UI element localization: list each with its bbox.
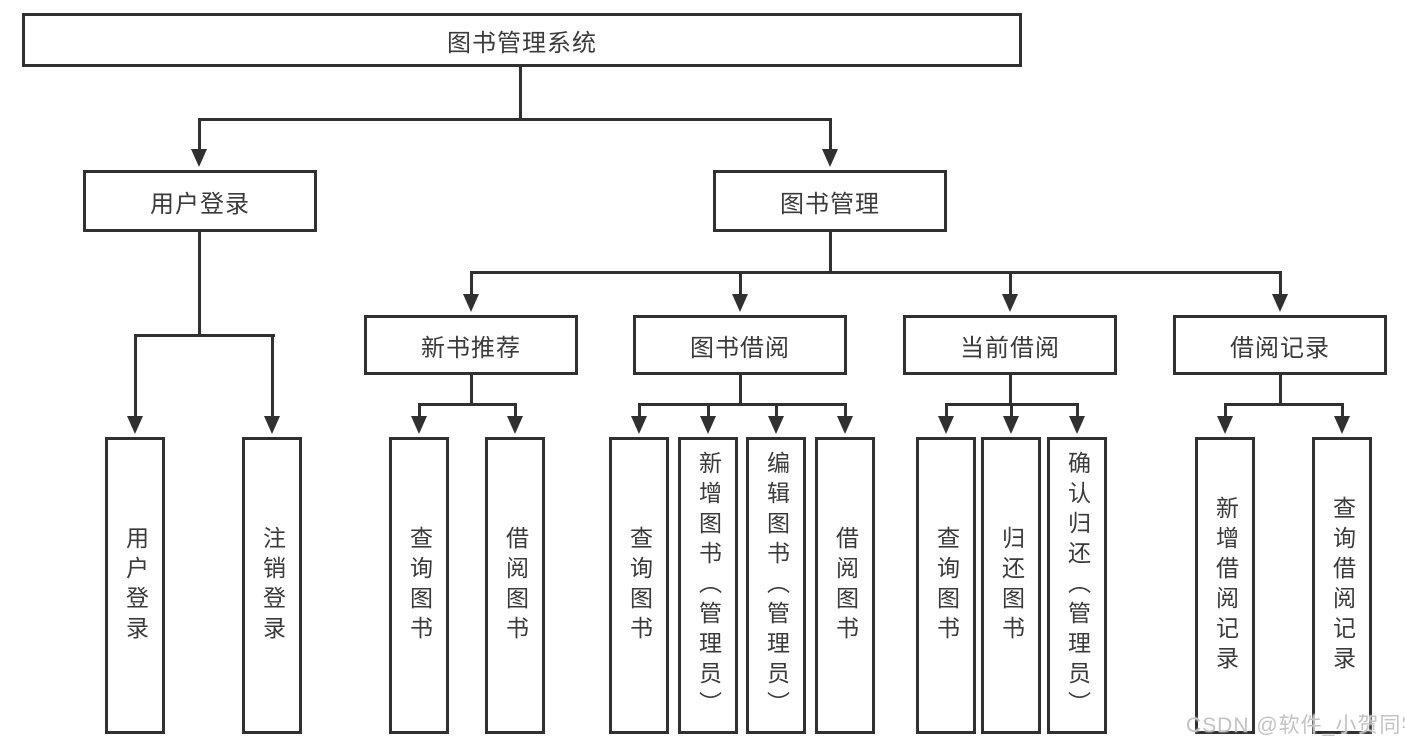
connector-arrowhead	[264, 416, 280, 434]
connector-line	[1010, 403, 1013, 418]
connector-line	[1224, 403, 1344, 406]
connector-arrowhead	[507, 416, 523, 434]
node-book-management: 图书管理	[713, 170, 947, 232]
leaf-user-login: 用户登录	[105, 437, 165, 734]
leaf-edit-book-admin: 编辑图书（管理员）	[746, 437, 806, 734]
connector-line	[1279, 374, 1282, 406]
connector-line	[638, 403, 641, 418]
connector-line	[844, 403, 847, 418]
leaf-query-borrow-record: 查询借阅记录	[1312, 437, 1372, 734]
leaf-query-books-current: 查询图书	[916, 437, 976, 734]
connector-line	[945, 403, 948, 418]
leaf-logout: 注销登录	[242, 437, 302, 734]
node-library-system: 图书管理系统	[22, 13, 1022, 67]
connector-arrowhead	[1272, 294, 1288, 312]
connector-arrowhead	[127, 416, 143, 434]
leaf-return-book: 归还图书	[981, 437, 1041, 734]
connector-arrowhead	[822, 149, 838, 167]
connector-line	[198, 118, 832, 121]
connector-arrowhead	[463, 294, 479, 312]
connector-arrowhead	[1334, 416, 1350, 434]
leaf-add-borrow-record: 新增借阅记录	[1195, 437, 1255, 734]
connector-arrowhead	[1069, 416, 1085, 434]
connector-line	[1076, 403, 1079, 418]
connector-line	[514, 403, 517, 418]
connector-line	[1224, 403, 1227, 418]
connector-line	[134, 334, 275, 337]
connector-arrowhead	[191, 149, 207, 167]
connector-line	[134, 334, 137, 418]
connector-arrowhead	[1217, 416, 1233, 434]
connector-line	[1009, 374, 1012, 406]
leaf-borrow-books-recommend: 借阅图书	[485, 437, 545, 734]
connector-line	[418, 403, 421, 418]
connector-line	[1279, 271, 1282, 296]
connector-line	[829, 231, 832, 274]
leaf-borrow-books-borrowing: 借阅图书	[815, 437, 875, 734]
connector-arrowhead	[938, 416, 954, 434]
connector-arrowhead	[1003, 416, 1019, 434]
leaf-query-books-borrowing: 查询图书	[609, 437, 669, 734]
node-current-borrowing: 当前借阅	[903, 315, 1117, 375]
connector-line	[418, 403, 517, 406]
connector-arrowhead	[837, 416, 853, 434]
connector-line	[271, 334, 274, 418]
leaf-confirm-return-admin: 确认归还（管理员）	[1047, 437, 1107, 734]
connector-line	[775, 403, 778, 418]
node-borrowing-records: 借阅记录	[1173, 315, 1387, 375]
connector-arrowhead	[732, 294, 748, 312]
node-book-borrowing: 图书借阅	[633, 315, 847, 375]
connector-arrowhead	[631, 416, 647, 434]
connector-line	[470, 271, 1282, 274]
connector-line	[739, 271, 742, 296]
connector-line	[198, 231, 201, 337]
connector-line	[707, 403, 710, 418]
connector-arrowhead	[1002, 294, 1018, 312]
node-user-login: 用户登录	[83, 170, 317, 232]
csdn-watermark: CSDN @软件_小贺同学	[1186, 714, 1405, 737]
leaf-add-book-admin: 新增图书（管理员）	[678, 437, 738, 734]
connector-line	[519, 66, 522, 120]
connector-line	[198, 118, 201, 151]
connector-line	[1341, 403, 1344, 418]
connector-line	[829, 118, 832, 151]
connector-arrowhead	[411, 416, 427, 434]
connector-line	[470, 374, 473, 406]
node-new-book-recommend: 新书推荐	[364, 315, 578, 375]
connector-line	[638, 403, 846, 406]
connector-line	[470, 271, 473, 296]
connector-arrowhead	[768, 416, 784, 434]
connector-arrowhead	[700, 416, 716, 434]
connector-line	[1009, 271, 1012, 296]
connector-line	[739, 374, 742, 406]
leaf-query-books-recommend: 查询图书	[389, 437, 449, 734]
